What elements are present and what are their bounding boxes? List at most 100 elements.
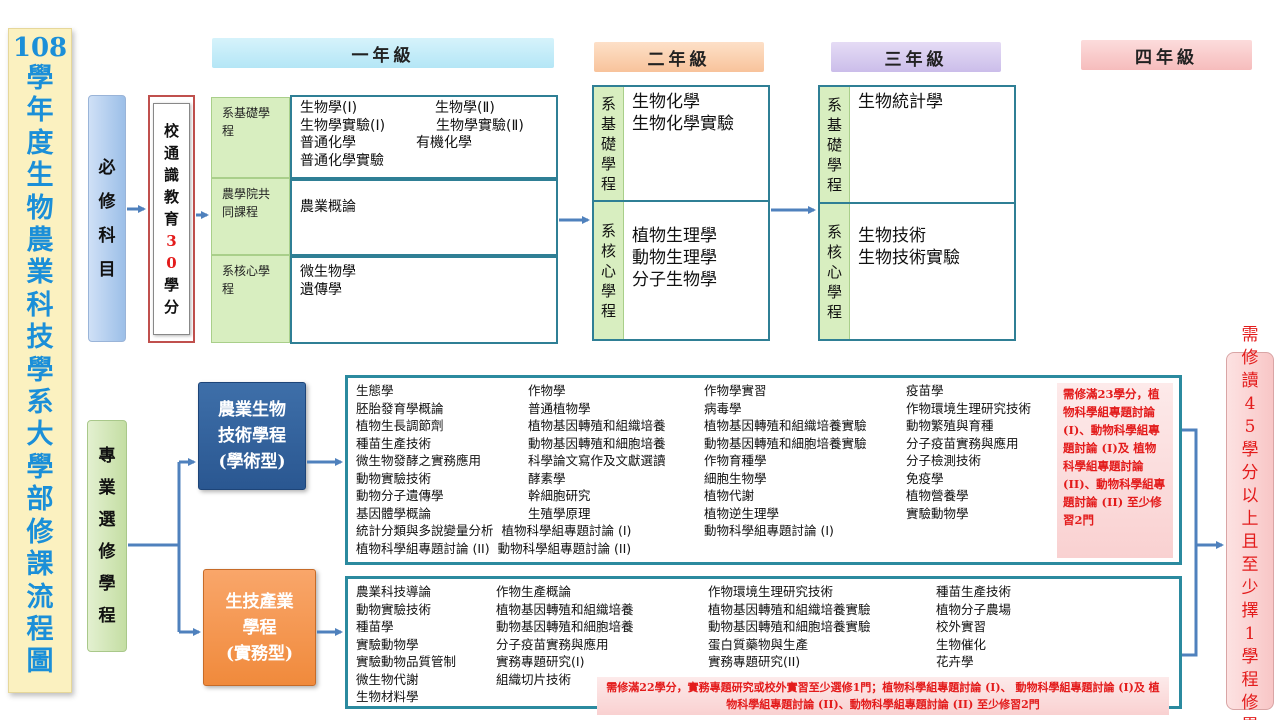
course: 酵素學 (528, 470, 566, 486)
course: 植物生長調節劑 (356, 418, 444, 433)
course: 實務專題研究(II) (708, 654, 801, 669)
academic-col-3: 作物學實習 病毒學 植物基因轉殖和組織培養實驗 動物基因轉殖和細胞培養實驗 作物… (704, 382, 867, 522)
course: 植物營養學 (906, 488, 969, 503)
y1-basic-label: 系基礎學程 (211, 97, 290, 178)
course: 分子疫苗實務與應用 (496, 636, 609, 652)
year2-box: 系基礎學程 生物化學 生物化學實驗 系核心學程 植物生理學 動物生理學 分子生物… (592, 85, 770, 341)
course: 分子疫苗實務與應用 (906, 435, 1019, 451)
academic-requirement-note: 需修滿23學分，植物科學組專題討論 (I)、動物科學組專題討論 (I)及 植物科… (1057, 383, 1173, 558)
course: 作物環境生理研究技術 (708, 584, 834, 599)
academic-col-4: 疫苗學 作物環境生理研究技術 動物繁殖與育種 分子疫苗實務與應用 分子檢測技術 … (906, 382, 1031, 522)
elective-label-text: 專業選修學程 (98, 446, 116, 626)
practical-track-box: 生技產業 學程 (實務型) (203, 569, 316, 686)
practical-line-1: 生技產業 (225, 591, 294, 612)
academic-col-2: 作物學 普通植物學 植物基因轉殖和組織培養 動物基因轉殖和細胞培養 科學論文寫作… (528, 382, 666, 522)
course: 植物科學組專題討論 (I) (501, 523, 632, 538)
course: 植物基因轉殖和組織培養 (528, 418, 666, 433)
connector-to-finish (1182, 428, 1210, 657)
practical-col-4: 種苗生產技術 植物分子農場 校外實習 生物催化 花卉學 (936, 583, 1011, 671)
course: 實驗動物學 (356, 636, 419, 652)
course: 生物技術 (858, 226, 926, 246)
course: 動物生理學 (632, 248, 717, 268)
course: 微生物學 (300, 264, 356, 280)
course: 組織切片技術 (496, 671, 572, 687)
course: 基因體學概論 (356, 505, 432, 521)
practical-line-3: (實務型) (225, 643, 294, 664)
course: 普通植物學 (528, 400, 591, 416)
y1-basic-courses: 生物學(Ⅰ)生物學(Ⅱ) 生物學實驗(Ⅰ)生物學實驗(Ⅱ) 普通化學有機化學 普… (290, 95, 558, 179)
course: 生物統計學 (858, 92, 943, 112)
course: 實驗動物品質管制 (356, 654, 457, 669)
course: 作物環境生理研究技術 (906, 400, 1032, 416)
academic-col-1: 生態學 胚胎發育學概論 植物生長調節劑 種苗生產技術 微生物發酵之實務應用 動物… (356, 382, 481, 522)
course: 農業科技導論 (356, 584, 432, 599)
course: 生物催化 (936, 636, 987, 652)
course: 普通化學 (300, 135, 356, 151)
y1-core-label: 系核心學程 (211, 255, 290, 343)
course: 校外實習 (936, 619, 987, 634)
course: 生物化學 (632, 92, 700, 112)
academic-line-1: 農業生物 (218, 400, 286, 420)
academic-extra-row-2: 植物科學組專題討論 (II) 動物科學組專題討論 (II) (356, 540, 631, 558)
course: 植物逆生理學 (704, 505, 780, 521)
y3-core-label: 系核心學程 (826, 222, 842, 321)
course: 生物學(Ⅰ) (300, 100, 358, 116)
course: 胚胎發育學概論 (356, 400, 444, 416)
course: 種苗生產技術 (936, 584, 1012, 599)
course: 疫苗學 (906, 383, 944, 398)
year3-box: 系基礎學程 生物統計學 系核心學程 生物技術 生物技術實驗 (818, 85, 1016, 341)
course: 農業概論 (300, 199, 356, 215)
academic-courses-box: 生態學 胚胎發育學概論 植物生長調節劑 種苗生產技術 微生物發酵之實務應用 動物… (345, 375, 1182, 565)
y1-college-courses: 農業概論 (290, 179, 558, 256)
gened-label: 校通識教育 (163, 122, 179, 228)
course: 作物生產概論 (496, 584, 572, 599)
academic-extra-col3: 動物科學組專題討論 (I) (704, 522, 834, 540)
course: 免疫學 (906, 470, 944, 486)
course: 動物基因轉殖和細胞培養實驗 (704, 435, 867, 451)
course: 微生物發酵之實務應用 (356, 453, 482, 468)
course: 實務專題研究(I) (496, 654, 585, 669)
y1-core-courses: 微生物學 遺傳學 (290, 256, 558, 344)
general-education-box: 校通識教育 30 學分 (148, 95, 195, 343)
course: 動物實驗技術 (356, 601, 432, 617)
grade-3-header: 三年級 (831, 42, 1001, 72)
course: 植物基因轉殖和組織培養實驗 (704, 418, 867, 433)
grade-4-header: 四年級 (1081, 40, 1252, 70)
course: 實驗動物學 (906, 505, 969, 521)
course: 動物科學組專題討論 (II) (497, 541, 632, 556)
academic-extra-row-1: 統計分類與多說變量分析 植物科學組專題討論 (I) (356, 522, 631, 540)
practical-col-2: 作物生產概論 植物基因轉殖和組織培養 動物基因轉殖和細胞培養 分子疫苗實務與應用… (496, 583, 634, 688)
practical-requirement-note: 需修滿22學分，實務專題研究或校外實習至少選修1門；植物科學組專題討論 (I)、… (597, 677, 1169, 715)
y2-core-label: 系核心學程 (600, 221, 616, 320)
course: 生物化學實驗 (632, 114, 734, 134)
grade-1-header: 一年級 (212, 38, 554, 68)
course: 動物分子遺傳學 (356, 488, 444, 503)
academic-track-box: 農業生物 技術學程 (學術型) (198, 382, 306, 490)
academic-line-3: (學術型) (218, 452, 286, 472)
course: 植物生理學 (632, 226, 717, 246)
gened-unit: 學分 (163, 276, 179, 316)
course: 生態學 (356, 383, 394, 398)
required-label-text: 必修科目 (98, 157, 116, 280)
course: 蛋白質藥物與生產 (708, 636, 809, 652)
course: 花卉學 (936, 654, 974, 669)
connector-elective-branch (128, 462, 181, 632)
course: 科學論文寫作及文獻選讀 (528, 453, 666, 468)
practical-line-2: 學程 (242, 617, 277, 638)
y2-basic-label: 系基礎學程 (600, 94, 616, 193)
gened-credits: 30 (166, 232, 177, 272)
y1-college-label: 農學院共同課程 (211, 178, 290, 255)
course: 種苗生產技術 (356, 435, 432, 451)
course: 遺傳學 (300, 281, 342, 298)
course: 動物實驗技術 (356, 470, 432, 486)
course: 生物學(Ⅱ) (435, 100, 495, 116)
course: 生物學實驗(Ⅱ) (436, 117, 524, 134)
course: 普通化學實驗 (300, 152, 384, 169)
practical-col-3: 作物環境生理研究技術 植物基因轉殖和組織培養實驗 動物基因轉殖和細胞培養實驗 蛋… (708, 583, 871, 671)
course: 動物基因轉殖和細胞培養實驗 (708, 619, 871, 634)
course: 分子檢測技術 (906, 453, 982, 468)
course: 有機化學 (416, 135, 472, 151)
grade-2-header: 二年級 (594, 42, 764, 72)
page-title: 108 學年度生物農業科技學系大學部修課流程圖 (8, 28, 72, 693)
